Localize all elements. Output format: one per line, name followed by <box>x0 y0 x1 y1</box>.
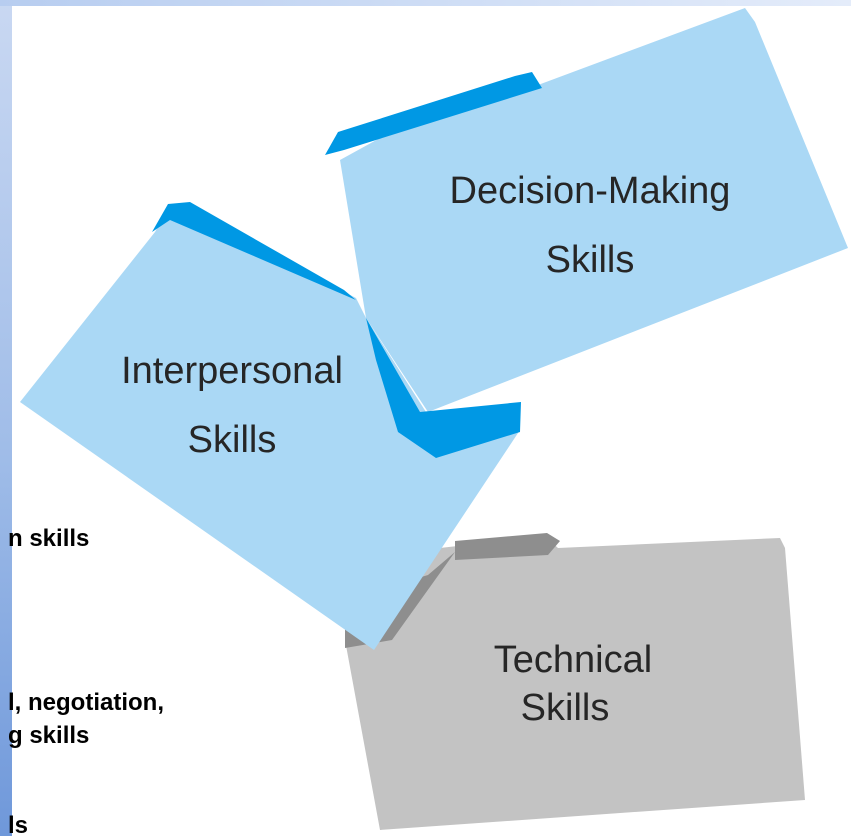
technical-folder-title-line2: Skills <box>521 687 610 729</box>
bullet-text-line-4: ls <box>8 812 29 839</box>
bullet-text-line-3: g skills <box>8 722 90 749</box>
interpersonal-skills-folder: Interpersonal Skills <box>20 202 521 650</box>
bullet-text-line-1: n skills <box>8 525 90 552</box>
interpersonal-folder-title-line1: Interpersonal <box>121 350 343 392</box>
decision-folder-title-line1: Decision-Making <box>450 170 731 212</box>
technical-folder-title-line1: Technical <box>494 639 652 681</box>
interpersonal-folder-body <box>20 205 520 650</box>
bullet-text-line-2: l, negotiation, <box>8 689 164 716</box>
interpersonal-folder-tab <box>152 202 356 300</box>
interpersonal-folder-title-line2: Skills <box>188 419 277 461</box>
technical-folder-tab <box>455 533 560 560</box>
decision-folder-title-line2: Skills <box>546 239 635 281</box>
slide-top-gradient-strip <box>0 0 851 6</box>
interpersonal-folder-fold <box>366 318 521 458</box>
technical-skills-folder: Technical Skills <box>345 533 805 830</box>
technical-folder-back-panel <box>345 536 805 830</box>
decision-folder-tab <box>325 72 542 155</box>
slide-left-gradient-strip <box>0 0 12 836</box>
decision-making-skills-folder: Decision-Making Skills <box>325 8 848 412</box>
